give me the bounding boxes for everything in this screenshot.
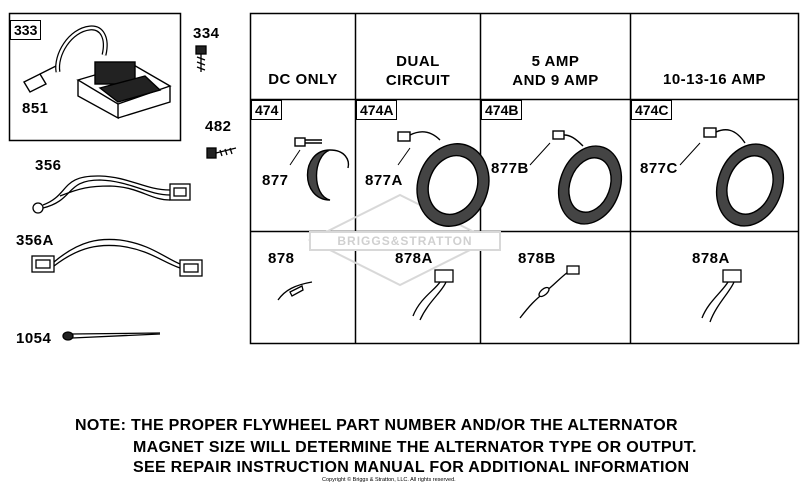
note-line-2: MAGNET SIZE WILL DETERMINE THE ALTERNATO…: [133, 439, 697, 456]
column-header-5-9-amp: 5 AMP AND 9 AMP: [512, 53, 599, 89]
note-line-3: SEE REPAIR INSTRUCTION MANUAL FOR ADDITI…: [133, 459, 690, 476]
column-header-dc-only: DC ONLY: [268, 71, 338, 88]
part-label-1054: 1054: [16, 330, 52, 347]
stator-474-art: [294, 137, 350, 201]
part-label-356a: 356A: [16, 232, 54, 249]
alternator-grid-frame: [249, 12, 800, 345]
part-label-877: 877: [262, 172, 289, 189]
part-label-851: 851: [22, 100, 49, 117]
stator-box-label-474: 474: [251, 100, 283, 120]
bolt-334-art: [195, 45, 207, 72]
part-label-878a-alt: 878A: [692, 250, 730, 267]
part-label-878a: 878A: [395, 250, 433, 267]
column-header-dual-circuit: DUAL CIRCUIT: [385, 53, 451, 89]
stator-474c-art: [703, 127, 785, 227]
lead-878a-2-art: [701, 269, 742, 323]
stator-box-label-474b: 474B: [481, 100, 523, 120]
part-label-878b: 878B: [518, 250, 556, 267]
harness-356-art: [32, 175, 191, 214]
lead-878b-art: [519, 265, 580, 319]
column-header-10-13-16-amp: 10-13-16 AMP: [663, 71, 766, 88]
stator-474a-art: [397, 131, 490, 227]
stator-box-label-474c: 474C: [631, 100, 673, 120]
part-label-482: 482: [205, 118, 232, 135]
stator-474b-art: [552, 130, 623, 225]
note-line-1: NOTE: THE PROPER FLYWHEEL PART NUMBER AN…: [75, 417, 678, 434]
watermark-text: BRIGGS&STRATTON: [337, 234, 473, 248]
harness-356a-art: [31, 238, 203, 277]
stator-box-label-474a: 474A: [356, 100, 398, 120]
lead-878a-art: [412, 269, 454, 321]
part-label-877c: 877C: [640, 160, 678, 177]
bolt-482-art: [206, 147, 237, 159]
part-label-356: 356: [35, 157, 62, 174]
part-label-334: 334: [193, 25, 220, 42]
part-label-877b: 877B: [491, 160, 529, 177]
copyright-text: Copyright © Briggs & Stratton, LLC. All …: [322, 477, 456, 483]
ignition-module-box-label: 333: [10, 20, 42, 40]
tie-strap-art: [62, 331, 161, 341]
part-label-878: 878: [268, 250, 295, 267]
ignition-module-frame: [8, 12, 182, 142]
ignition-module-art: [23, 25, 172, 120]
part-label-877a: 877A: [365, 172, 403, 189]
watermark-logo: [307, 193, 501, 287]
lead-878-art: [277, 281, 313, 301]
